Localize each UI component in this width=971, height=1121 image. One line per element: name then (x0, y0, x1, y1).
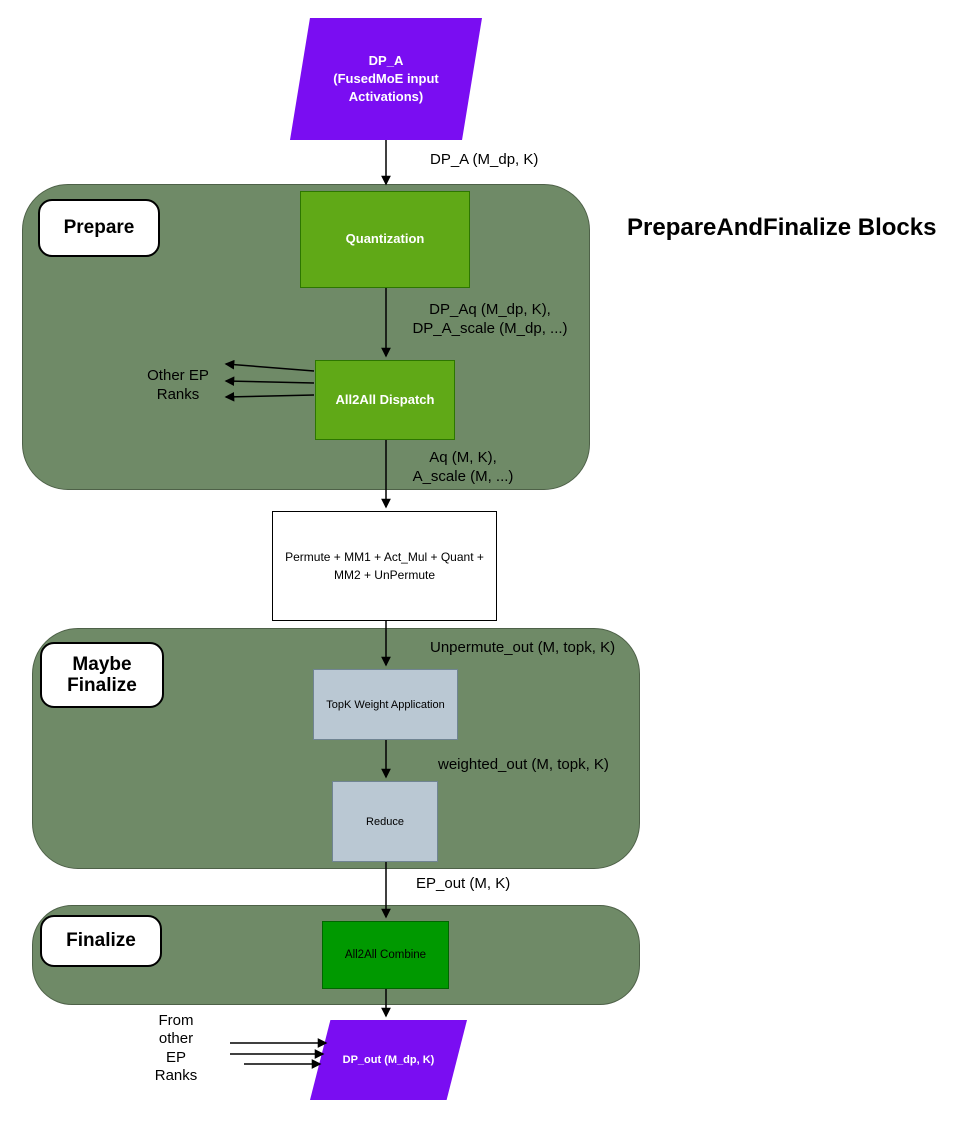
all2all-dispatch-node: All2All Dispatch (315, 360, 455, 440)
output-node-text: DP_out (M_dp, K) (342, 1054, 435, 1066)
reduce-node: Reduce (332, 781, 438, 862)
edge-label-dp-aq: DP_Aq (M_dp, K), DP_A_scale (M_dp, ...) (412, 301, 568, 337)
quantization-node-text: Quantization (345, 231, 425, 247)
edge-label-aq: Aq (M, K), A_scale (M, ...) (412, 449, 514, 485)
edge-label-unpermute-out: Unpermute_out (M, topk, K) (430, 639, 616, 656)
all2all-combine-node: All2All Combine (322, 921, 449, 989)
prepare-label: Prepare (38, 199, 160, 257)
reduce-node-text: Reduce (366, 815, 404, 828)
all2all-combine-node-text: All2All Combine (344, 949, 427, 961)
topk-weight-application-node: TopK Weight Application (313, 669, 458, 740)
input-node-text: DP_A (FusedMoE input Activations) (333, 52, 439, 105)
finalize-label: Finalize (40, 915, 162, 967)
experts-node: Permute + MM1 + Act_Mul + Quant + MM2 + … (272, 511, 497, 621)
topk-weight-application-node-text: TopK Weight Application (326, 698, 445, 711)
input-node: DP_A (FusedMoE input Activations) (290, 18, 482, 140)
edge-label-weighted-out: weighted_out (M, topk, K) (438, 756, 609, 773)
other-ep-ranks-annotation: Other EP Ranks (147, 367, 209, 403)
maybe-finalize-label: Maybe Finalize (40, 642, 164, 708)
maybe-finalize-label-text: Maybe Finalize (67, 653, 137, 696)
experts-node-text: Permute + MM1 + Act_Mul + Quant + MM2 + … (285, 550, 484, 582)
edge-label-ep-out: EP_out (M, K) (416, 875, 511, 892)
all2all-dispatch-node-text: All2All Dispatch (335, 391, 435, 407)
output-node: DP_out (M_dp, K) (310, 1020, 467, 1100)
prepare-label-text: Prepare (63, 217, 135, 239)
diagram-title: PrepareAndFinalize Blocks (627, 214, 937, 241)
from-other-ep-ranks-annotation: From other EP Ranks (154, 1012, 198, 1084)
quantization-node: Quantization (300, 191, 470, 288)
finalize-label-text: Finalize (66, 930, 136, 952)
edge-label-dp-a: DP_A (M_dp, K) (430, 151, 539, 168)
